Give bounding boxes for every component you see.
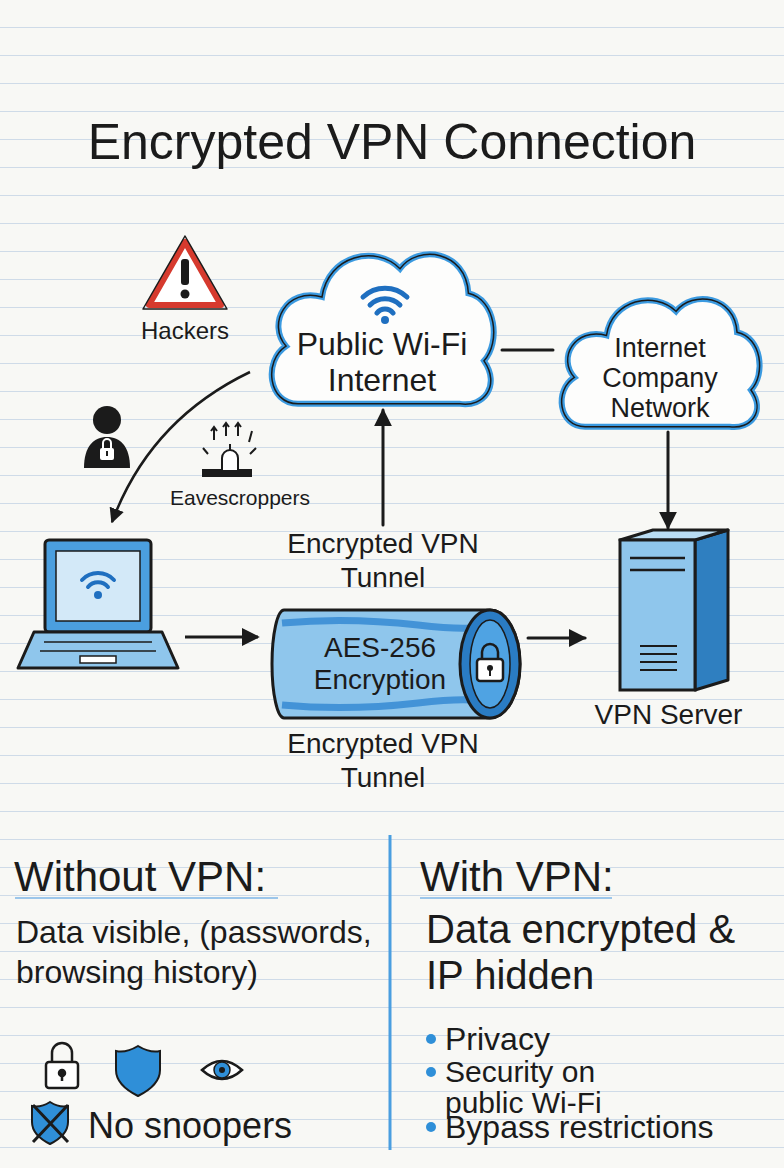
section-heading: Without VPN: [14, 852, 374, 902]
section-text: Data visible, (passwords, browsing histo… [16, 912, 386, 992]
section-heading: With VPN: [420, 852, 760, 902]
vpn-tunnel: Encrypted VPN TunnelAES-256 EncryptionEn… [268, 525, 528, 800]
diagram-title: Encrypted VPN Connection [0, 112, 784, 172]
node-label: Internet Company Network [585, 333, 735, 423]
warning-triangle [143, 236, 227, 309]
network-cloud: Public Wi-Fi Internet [262, 238, 502, 410]
flow-arrow [185, 636, 258, 639]
bullet-dot [426, 1034, 436, 1044]
node-label: Encrypted VPN Tunnel [268, 727, 498, 795]
crossed-shield-icon [32, 1102, 68, 1144]
shield-icon [116, 1046, 160, 1096]
lock-icon [46, 1043, 78, 1088]
hacker-icon [84, 406, 130, 468]
laptop-illustration [18, 540, 178, 668]
eye-icon [202, 1061, 242, 1079]
network-cloud: Internet Company Network [553, 285, 767, 432]
flow-arrow [667, 432, 670, 528]
link-line [502, 349, 553, 352]
node-label: Encrypted VPN Tunnel [268, 527, 498, 595]
node-label: VPN Server [585, 698, 752, 732]
divider-line [389, 835, 392, 1150]
bullet-item: Security on public Wi-Fi [445, 1056, 665, 1118]
encryption-label: AES-256 Encryption [285, 632, 475, 696]
bullet-dot [426, 1067, 436, 1077]
flow-arrow [382, 410, 385, 525]
node-label: Public Wi-Fi Internet [282, 326, 482, 398]
eavesdropper-icon [203, 423, 256, 476]
bullet-dot [426, 1122, 436, 1132]
bullet-item: Privacy [445, 1020, 745, 1058]
threat-label: Eavescroppers [160, 485, 320, 510]
threat-label: Hackers [130, 316, 240, 345]
flow-arrow [528, 637, 585, 640]
bullet-item: Bypass restrictions [445, 1108, 775, 1146]
section-text: Data encrypted & IP hidden [426, 906, 746, 998]
vpn-server: VPN Server [585, 528, 752, 736]
icon-caption: No snoopers [88, 1104, 358, 1147]
